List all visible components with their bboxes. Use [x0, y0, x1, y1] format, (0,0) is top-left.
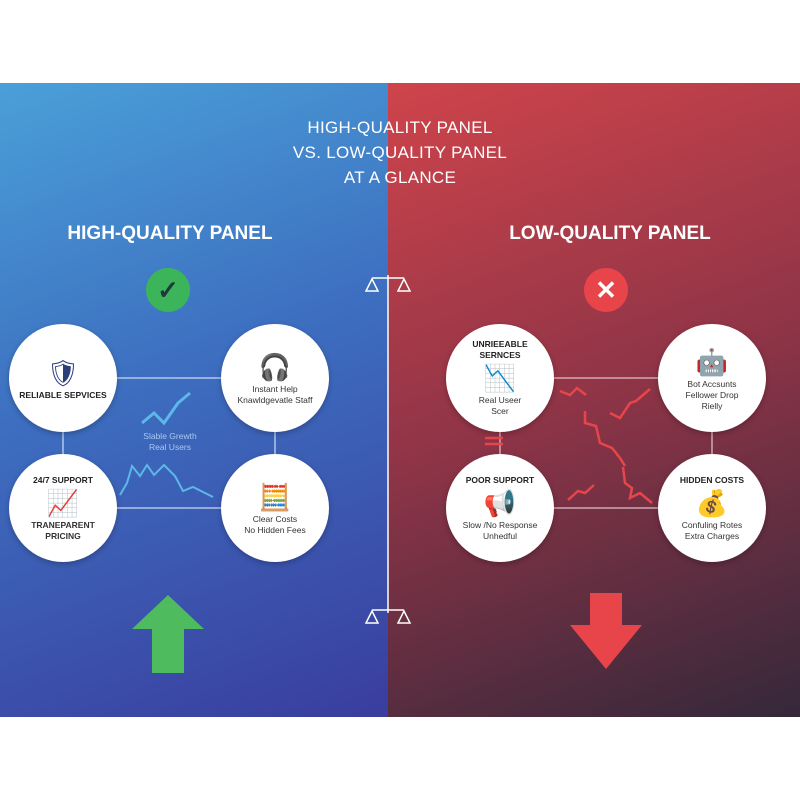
node-icon: 📈	[46, 487, 80, 518]
node-title: UNRIEEABLE SERNCES	[472, 339, 528, 360]
node-text: Clear Costs No Hidden Fees	[244, 514, 306, 535]
node-title: POOR SUPPORT	[465, 474, 535, 485]
node-icon: 📢	[483, 487, 517, 518]
trend-line	[119, 463, 214, 498]
up-arrow-icon	[132, 595, 204, 673]
node-icon: 🎧	[258, 352, 292, 382]
x-icon: ✕	[584, 268, 628, 312]
node-icon: 🧮	[258, 482, 292, 512]
node-title: HIDDEN COSTS	[679, 474, 745, 485]
node-icon: 🤖	[695, 346, 729, 377]
low-node-4: HIDDEN COSTS 💰Confuling Rotes Extra Charg…	[658, 454, 766, 562]
low-node-3: POOR SUPPORT 📢Slow /No Response Unhedful	[446, 454, 554, 562]
node-text: Slow /No Response Unhedful	[462, 519, 538, 541]
node-text: Instant Help Knawldgevatle Staff	[237, 384, 313, 405]
broken-lines	[485, 386, 653, 504]
high-node-4: 🧮Clear Costs No Hidden Fees	[221, 454, 329, 562]
check-icon: ✓	[146, 268, 190, 312]
node-icon: 🛡	[46, 357, 80, 388]
node-icon: 💰	[695, 487, 729, 518]
down-arrow-icon	[570, 593, 642, 669]
node-title: 24/7 SUPPORT	[33, 474, 93, 485]
node-title: RELIABLE SEPVICES	[19, 389, 107, 400]
node-text: Confuling Rotes Extra Charges	[681, 519, 743, 541]
node-text: Real Useer Scer	[478, 395, 522, 416]
main-title: HIGH-QUALITY PANEL VS. LOW-QUALITY PANEL…	[292, 118, 508, 187]
low-node-1: UNRIEEABLE SERNCES 📉Real Useer Scer	[446, 324, 554, 432]
divider-scale	[364, 275, 412, 624]
node-icon: 📉	[483, 363, 517, 393]
growth-arrow-icon	[141, 391, 191, 426]
infographic: HIGH-QUALITY PANEL VS. LOW-QUALITY PANEL…	[0, 83, 800, 717]
high-quality-heading: HIGH-QUALITY PANEL	[67, 223, 273, 244]
growth-label: Slable Grewth Real Users	[143, 431, 197, 452]
high-node-3: 24/7 SUPPORT 📈TRANEPARENT PRICING	[9, 454, 117, 562]
low-node-2: 🤖Bot Accsunts Fellower Drop Rielly	[658, 324, 766, 432]
high-node-2: 🎧Instant Help Knawldgevatle Staff	[221, 324, 329, 432]
high-node-1: 🛡RELIABLE SEPVICES	[9, 324, 117, 432]
low-quality-heading: LOW-QUALITY PANEL	[509, 223, 711, 244]
node-text: Bot Accsunts Fellower Drop Rielly	[685, 378, 739, 411]
node-text: TRANEPARENT PRICING	[31, 519, 95, 541]
